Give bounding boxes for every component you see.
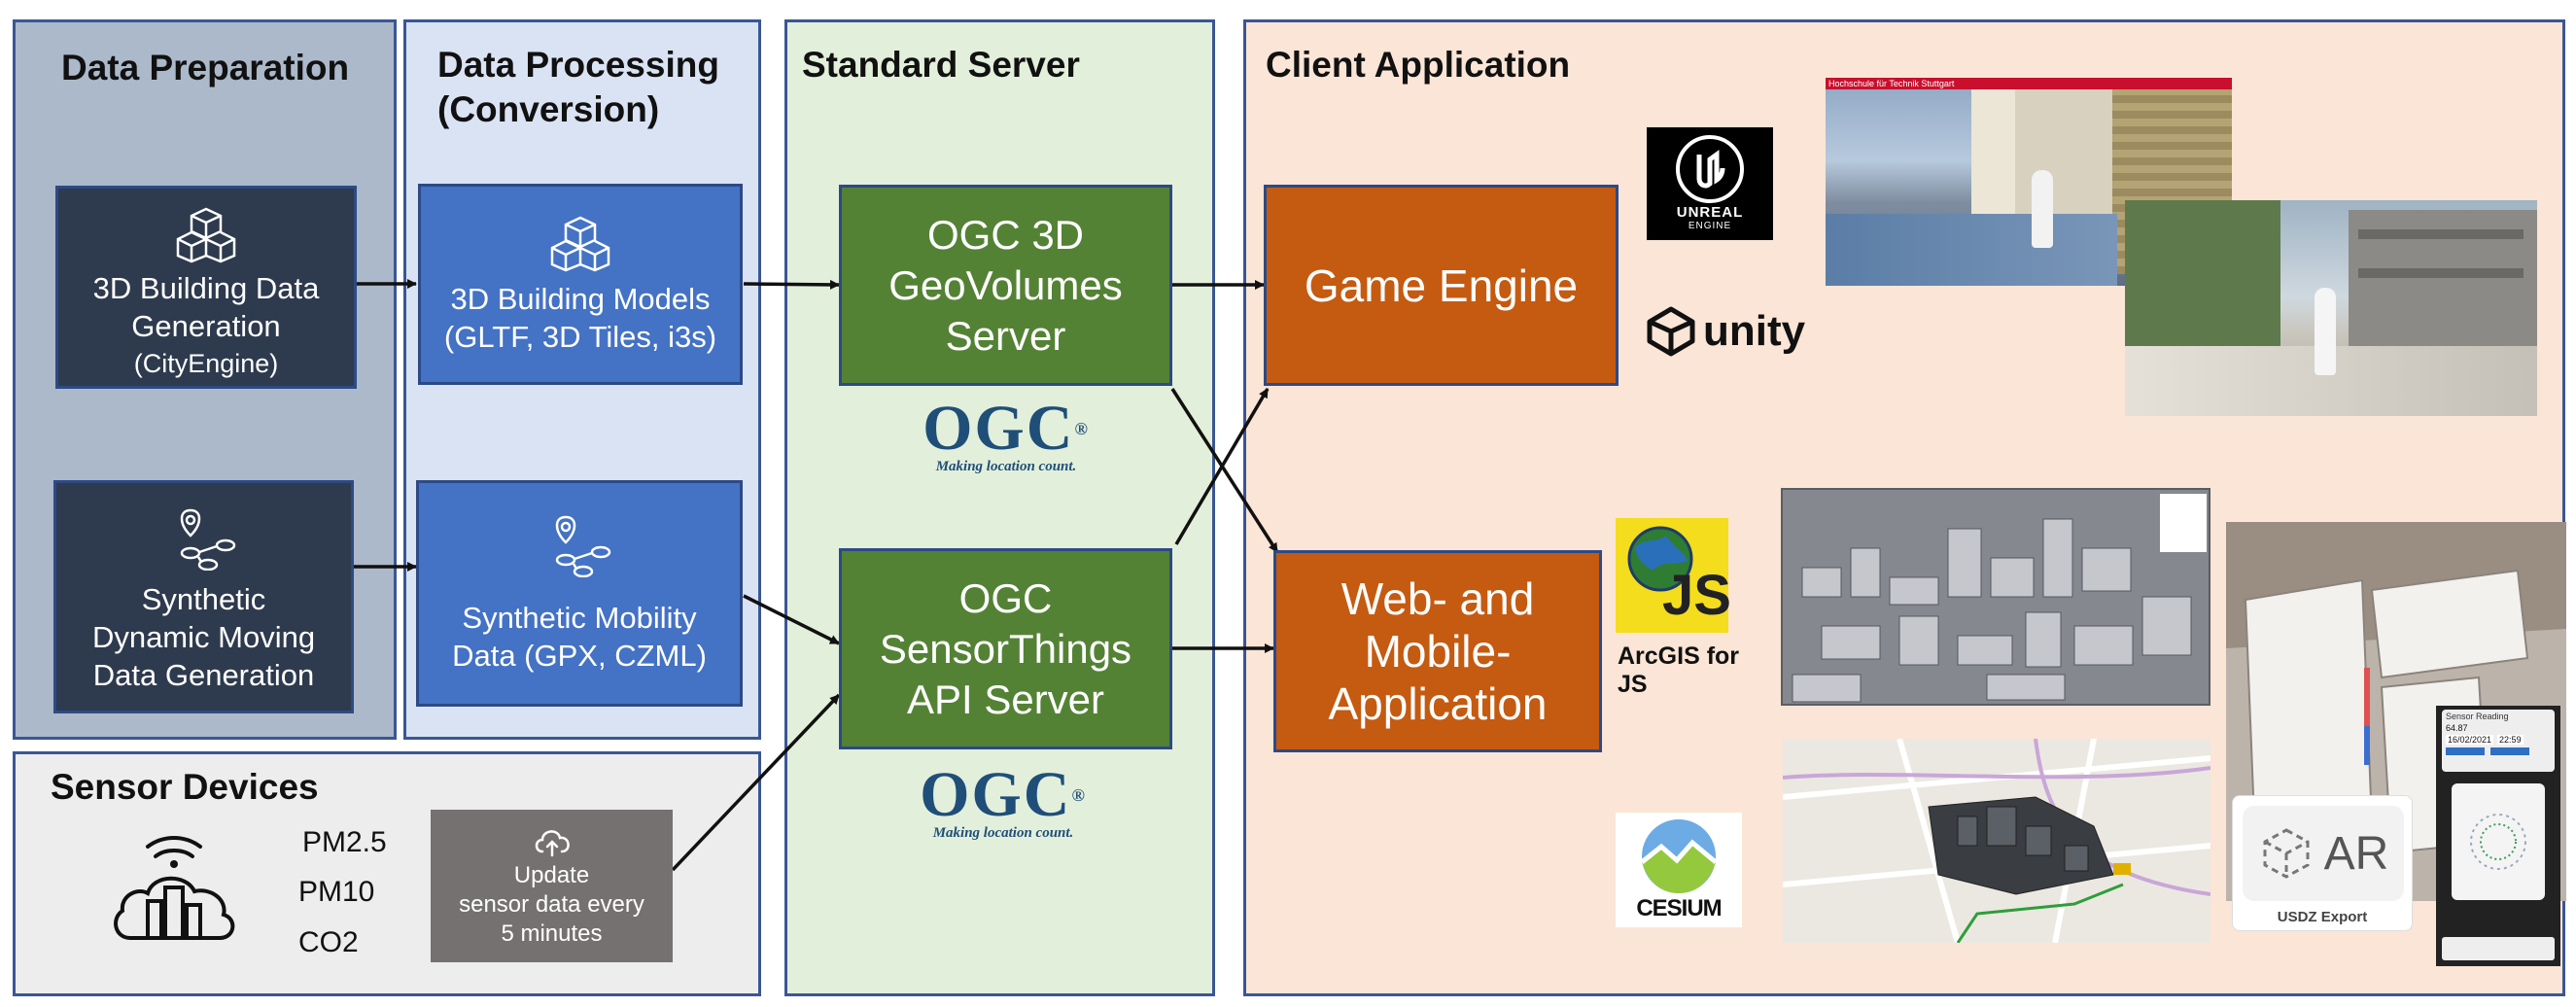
geovolumes-server-line3: Server: [945, 312, 1066, 359]
web-mobile-box: Web- and Mobile- Application: [1273, 550, 1602, 752]
update-sensor-line1: Update: [513, 861, 590, 888]
ogc-logo-tagline: Making location count.: [932, 825, 1074, 841]
mobility-data-line2: Data (GPX, CZML): [452, 638, 707, 673]
building-models-line1: 3D Building Models: [450, 281, 711, 316]
arrow-geovolumes-to-web: [1170, 388, 1279, 553]
ogc-logo-tagline: Making location count.: [935, 459, 1077, 474]
ogc-logo-mark: OGC: [922, 393, 1075, 464]
geovolumes-server-box: OGC 3D GeoVolumes Server: [839, 185, 1172, 386]
update-sensor-line3: 5 minutes: [501, 920, 603, 947]
building-models-box: 3D Building Models (GLTF, 3D Tiles, i3s): [418, 184, 743, 385]
cesium-wordmark: CESIUM: [1636, 895, 1722, 921]
sensor-label-pm10: PM10: [298, 876, 375, 908]
ogc-logo: OGC® Making location count.: [911, 763, 1096, 842]
unreal-mark-icon: [1676, 135, 1744, 203]
cloud-upload-icon: [535, 829, 570, 856]
game-banner: Hochschule für Technik Stuttgart: [1826, 78, 2232, 89]
cesium-logo: CESIUM: [1616, 813, 1742, 927]
building-generation-line3: (CityEngine): [133, 349, 279, 378]
sensorthings-server-line3: API Server: [906, 676, 1105, 722]
update-sensor-line2: sensor data every: [459, 890, 644, 918]
ogc-logo: OGC® Making location count.: [914, 397, 1098, 475]
sensor-panel-date: 16/02/2021: [2446, 735, 2494, 745]
standard-server-title: Standard Server: [802, 45, 1080, 85]
sensorthings-server-box: OGC SensorThings API Server: [839, 548, 1172, 749]
unity-logo: unity: [1643, 303, 1805, 360]
update-sensor-box: Update sensor data every 5 minutes: [431, 810, 673, 962]
web-mobile-line3: Application: [1328, 678, 1548, 729]
web-mobile-line2: Mobile-: [1364, 626, 1512, 677]
arcgis-caption: ArcGIS for JS: [1618, 642, 1740, 698]
unreal-line1: UNREAL: [1676, 204, 1744, 221]
sensor-panel-time: 22:59: [2497, 735, 2524, 745]
game-engine-screenshot-2: [2125, 200, 2537, 416]
building-models-line2: (GLTF, 3D Tiles, i3s): [443, 319, 717, 354]
sensor-label-pm25: PM2.5: [302, 826, 387, 858]
mobile-sensor-reading-screenshot: Sensor Reading 64.87 16/02/2021 22:59: [2436, 706, 2560, 966]
game-engine-label: Game Engine: [1304, 260, 1579, 311]
arcgis-js-logo: JS: [1616, 518, 1731, 633]
sensor-label-co2: CO2: [298, 926, 359, 958]
route-pin-icon: [555, 515, 611, 577]
route-pin-icon: [180, 508, 235, 571]
mobility-generation-line2: Dynamic Moving: [91, 619, 316, 654]
mobility-generation-box: Synthetic Dynamic Moving Data Generation: [53, 480, 354, 713]
arrow-sensor-update-to-sensorthings: [671, 693, 841, 872]
arrow-models-to-geovolumes: [743, 279, 840, 290]
data-processing-title: Data Processing (Conversion): [437, 45, 719, 129]
iot-city-cloud-icon: [114, 836, 235, 940]
mobility-data-line1: Synthetic Mobility: [462, 600, 697, 635]
unity-wordmark: unity: [1703, 307, 1806, 355]
web-app-3d-city-screenshot: [1781, 488, 2210, 706]
mobility-generation-line1: Synthetic: [141, 581, 266, 616]
cesium-map-screenshot: [1783, 739, 2210, 943]
usdz-export-card: AR USDZ Export: [2232, 795, 2413, 931]
building-generation-box: 3D Building Data Generation (CityEngine): [55, 186, 357, 389]
mobility-generation-line3: Data Generation: [92, 657, 315, 692]
geovolumes-server-line1: OGC 3D: [926, 211, 1085, 258]
arrow-mobility-data-to-sensorthings: [743, 594, 840, 645]
sensor-panel-title: Sensor Reading: [2446, 712, 2509, 721]
unreal-engine-logo: UNREAL ENGINE: [1647, 127, 1773, 240]
ar-cube-icon: [2263, 828, 2310, 879]
building-generation-line1: 3D Building Data: [92, 271, 320, 305]
standard-server-panel: [784, 19, 1215, 996]
unreal-line2: ENGINE: [1688, 221, 1732, 231]
ogc-logo-mark: OGC: [920, 759, 1072, 830]
ar-badge: AR: [2243, 806, 2404, 901]
sensorthings-server-line1: OGC: [958, 574, 1053, 621]
web-mobile-line1: Web- and: [1340, 573, 1535, 624]
globe-icon: [1627, 526, 1693, 592]
client-application-title: Client Application: [1266, 45, 1571, 85]
data-preparation-title: Data Preparation: [61, 48, 350, 87]
building-cubes-icon: [176, 207, 236, 263]
usdz-label: USDZ Export: [2277, 909, 2368, 925]
building-generation-line2: Generation: [131, 309, 281, 343]
geovolumes-server-line2: GeoVolumes: [888, 261, 1123, 308]
co2-sensor-dial-icon: [2470, 814, 2526, 870]
cesium-mark-icon: [1640, 819, 1718, 893]
building-cubes-icon: [550, 216, 610, 271]
mobility-data-box: Synthetic Mobility Data (GPX, CZML): [416, 480, 743, 707]
arcgis-js-mark: JS: [1662, 564, 1731, 627]
unity-cube-icon: [1647, 306, 1695, 357]
arrow-sensorthings-to-game-engine: [1174, 388, 1270, 545]
sensorthings-server-line2: SensorThings: [879, 625, 1132, 672]
game-engine-box: Game Engine: [1264, 185, 1619, 386]
sensor-devices-title: Sensor Devices: [51, 767, 319, 807]
sensor-panel-value: 64.87: [2446, 723, 2468, 733]
ar-label: AR: [2323, 827, 2389, 880]
